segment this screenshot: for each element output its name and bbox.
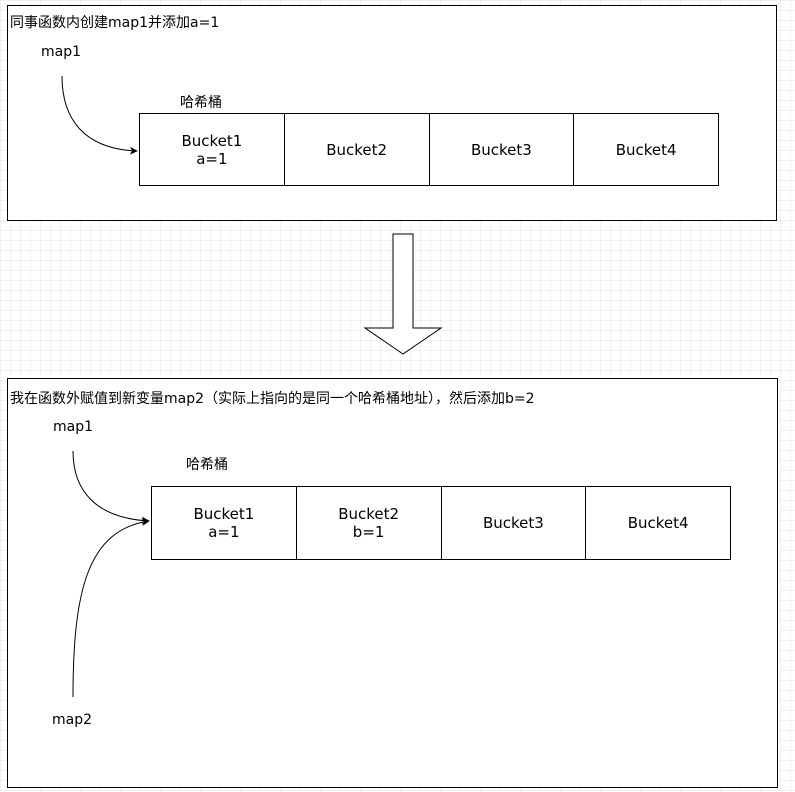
top-panel: 同事函数内创建map1并添加a=1 map1 哈希桶 Bucket1 a=1 B… bbox=[7, 5, 777, 221]
bucket-1-bottom-name: Bucket1 bbox=[193, 505, 255, 523]
bucket-3-top-name: Bucket3 bbox=[470, 140, 532, 159]
bucket-3-top: Bucket3 bbox=[430, 114, 575, 185]
bucket-3-bottom-name: Bucket3 bbox=[482, 514, 544, 532]
hash-bucket-row-bottom: Bucket1 a=1 Bucket2 b=1 Bucket3 Bucket4 bbox=[151, 486, 731, 560]
bucket-3-bottom: Bucket3 bbox=[442, 487, 587, 559]
hash-bucket-title-top: 哈希桶 bbox=[180, 95, 222, 111]
map1-label-top: map1 bbox=[41, 44, 82, 60]
bucket-1-bottom: Bucket1 a=1 bbox=[152, 487, 297, 559]
bucket-1-top-value: a=1 bbox=[196, 149, 228, 168]
bottom-panel-caption: 我在函数外赋值到新变量map2（实际上指向的是同一个哈希桶地址），然后添加b=2 bbox=[10, 391, 535, 407]
bucket-2-top: Bucket2 bbox=[285, 114, 430, 185]
bucket-4-bottom-name: Bucket4 bbox=[627, 514, 689, 532]
bucket-1-bottom-value: a=1 bbox=[208, 523, 240, 541]
bucket-4-bottom: Bucket4 bbox=[586, 487, 730, 559]
top-panel-caption: 同事函数内创建map1并添加a=1 bbox=[10, 15, 220, 31]
bucket-2-bottom-value: b=1 bbox=[352, 523, 385, 541]
hash-bucket-row-top: Bucket1 a=1 Bucket2 Bucket3 Bucket4 bbox=[139, 113, 719, 186]
hash-bucket-title-bottom: 哈希桶 bbox=[186, 457, 228, 473]
bottom-panel: 我在函数外赋值到新变量map2（实际上指向的是同一个哈希桶地址），然后添加b=2… bbox=[7, 378, 778, 788]
map2-label-bottom: map2 bbox=[52, 712, 93, 728]
bucket-2-bottom-name: Bucket2 bbox=[338, 505, 400, 523]
map1-label-bottom: map1 bbox=[53, 419, 94, 435]
bucket-2-top-name: Bucket2 bbox=[326, 140, 388, 159]
bucket-2-bottom: Bucket2 b=1 bbox=[297, 487, 442, 559]
bucket-1-top: Bucket1 a=1 bbox=[140, 114, 285, 185]
transition-down-arrow-icon bbox=[363, 233, 443, 355]
bucket-1-top-name: Bucket1 bbox=[181, 131, 243, 150]
bucket-4-top: Bucket4 bbox=[574, 114, 718, 185]
bucket-4-top-name: Bucket4 bbox=[615, 140, 677, 159]
